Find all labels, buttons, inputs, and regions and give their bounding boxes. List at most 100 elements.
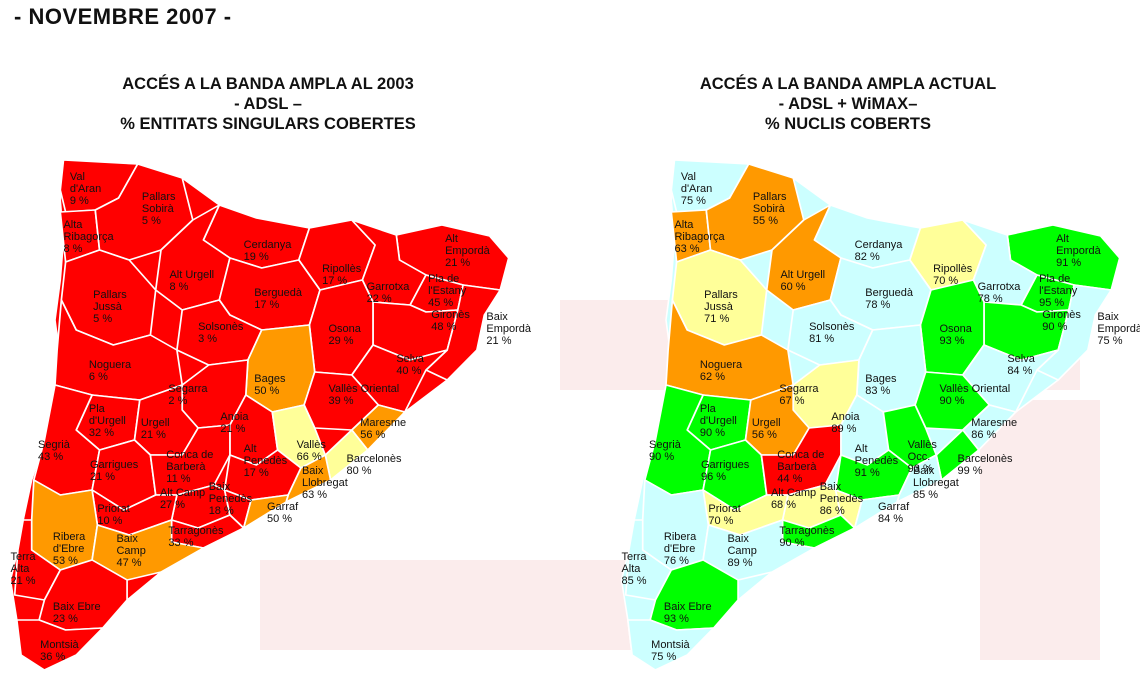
region-label-line: 67 % bbox=[779, 395, 804, 407]
region-label-line: Tarragonès bbox=[779, 525, 835, 537]
region-label-line: Terra bbox=[621, 551, 647, 563]
region-label-line: Osona bbox=[328, 323, 361, 335]
region-label-line: Camp bbox=[727, 545, 756, 557]
region-label-line: Solsonès bbox=[809, 321, 855, 333]
region-label-line: 21 % bbox=[220, 423, 245, 435]
region-label-line: Osona bbox=[939, 323, 972, 335]
region-label-line: Ribagorça bbox=[63, 231, 114, 243]
region-label-line: Alta bbox=[10, 563, 30, 575]
region-label-line: Penedès bbox=[209, 493, 253, 505]
region-label-line: 5 % bbox=[93, 313, 112, 325]
region-label-line: 23 % bbox=[53, 613, 78, 625]
region-label-line: 21 % bbox=[486, 335, 511, 347]
region-label-line: 6 % bbox=[89, 371, 108, 383]
region-label-line: Pallars bbox=[753, 191, 787, 203]
region-label-line: Selva bbox=[1007, 353, 1035, 365]
region-label-line: 66 % bbox=[297, 451, 322, 463]
region-label-line: Pallars bbox=[704, 289, 738, 301]
region-label-line: 90 % bbox=[649, 451, 674, 463]
region-label-line: Empordà bbox=[1097, 323, 1140, 335]
region-label-line: Anoia bbox=[831, 411, 860, 423]
region-label-line: 27 % bbox=[160, 499, 185, 511]
region-label-line: 70 % bbox=[708, 515, 733, 527]
region-label-line: 75 % bbox=[681, 195, 706, 207]
region-label-line: 22 % bbox=[367, 293, 392, 305]
region-label-line: Baix bbox=[486, 311, 508, 323]
region-label-line: Garraf bbox=[267, 501, 299, 513]
region-label-line: Maresme bbox=[971, 417, 1017, 429]
region-label-line: Penedès bbox=[855, 455, 899, 467]
region-label-line: Baix bbox=[727, 533, 749, 545]
region-label-line: 93 % bbox=[939, 335, 964, 347]
region-label-line: 17 % bbox=[244, 467, 269, 479]
region-label-line: Baix Ebre bbox=[664, 601, 712, 613]
region-label-line: d'Aran bbox=[681, 183, 712, 195]
region-label-line: 78 % bbox=[865, 299, 890, 311]
region-label-line: Baix Ebre bbox=[53, 601, 101, 613]
region-label-line: 76 % bbox=[664, 555, 689, 567]
region-label-line: Penedès bbox=[244, 455, 288, 467]
region-label-line: Val bbox=[681, 171, 696, 183]
region-label-line: 50 % bbox=[254, 385, 279, 397]
region-label-line: d'Aran bbox=[70, 183, 101, 195]
region-baix-llobregat bbox=[896, 454, 943, 503]
region-label-line: Alta bbox=[621, 563, 641, 575]
region-label-line: Bages bbox=[254, 373, 286, 385]
region-label-line: 39 % bbox=[328, 395, 353, 407]
region-label-line: Pla bbox=[89, 403, 106, 415]
region-label-line: 93 % bbox=[664, 613, 689, 625]
region-label-line: Barberà bbox=[777, 461, 817, 473]
region-label-line: Alt Camp bbox=[160, 487, 205, 499]
region-label-line: Baix bbox=[116, 533, 138, 545]
region-label-line: Solsonès bbox=[198, 321, 244, 333]
report-date: - NOVEMBRE 2007 - bbox=[14, 4, 232, 29]
region-label-line: 85 % bbox=[913, 489, 938, 501]
region-label-line: Vallès bbox=[908, 439, 938, 451]
region-label-line: Segrià bbox=[649, 439, 682, 451]
region-label-line: Barberà bbox=[166, 461, 206, 473]
region-label-line: Llobregat bbox=[913, 477, 959, 489]
region-label-line: Urgell bbox=[141, 417, 170, 429]
region-label-line: Baix bbox=[1097, 311, 1119, 323]
region-label-line: Pla bbox=[700, 403, 717, 415]
region-label-line: Ribera bbox=[53, 531, 86, 543]
left-map-title-line3: % ENTITATS SINGULARS COBERTES bbox=[120, 115, 416, 133]
region-label-line: Alt Urgell bbox=[169, 269, 214, 281]
region-label-line: l'Estany bbox=[428, 285, 467, 297]
region-baix-llobregat bbox=[285, 454, 332, 503]
region-label-line: Alta bbox=[674, 219, 694, 231]
region-label-line: Vallès bbox=[297, 439, 327, 451]
region-label-line: 90 % bbox=[939, 395, 964, 407]
region-label-line: 55 % bbox=[753, 215, 778, 227]
region-label-line: 48 % bbox=[431, 321, 456, 333]
